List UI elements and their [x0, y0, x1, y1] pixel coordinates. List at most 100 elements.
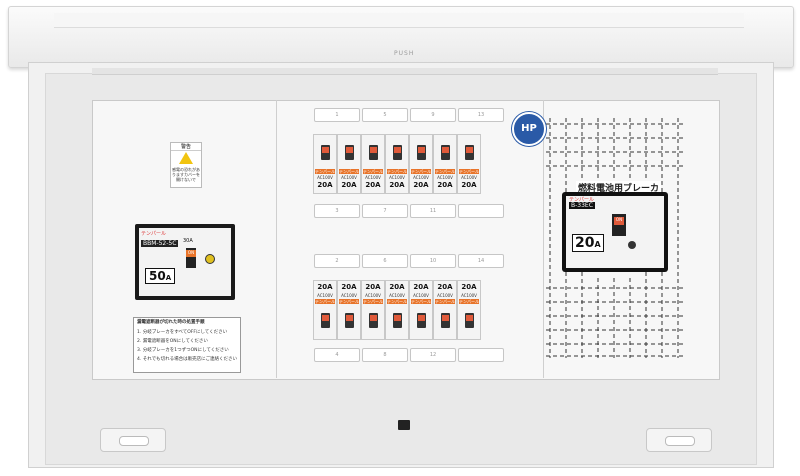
branch-breaker[interactable]: テンパール AC100V 20A [313, 134, 337, 194]
fuel-cell-toggle[interactable]: ON [612, 214, 626, 236]
branch-toggle[interactable] [369, 145, 378, 160]
main-breaker-amps: 50A [145, 268, 176, 284]
branch-brand: テンパール [315, 299, 335, 304]
branch-brand: テンパール [363, 169, 383, 174]
branch-breaker[interactable]: 20A AC100V テンパール [433, 280, 457, 340]
main-breaker[interactable]: テンパール BBM-52-5C 30A ON 50A [135, 224, 235, 300]
circuit-label-slot[interactable]: 7 [362, 204, 408, 218]
top-trim [92, 68, 718, 75]
branch-volt: AC100V [389, 293, 405, 298]
fuel-cell-breaker-title: 燃料電池用ブレーカ [576, 181, 662, 194]
fuel-cell-toggle-label: ON [614, 217, 624, 225]
warning-header: 警告 [171, 143, 201, 151]
circuit-label-slot[interactable]: 9 [410, 108, 456, 122]
circuit-label-slot[interactable] [458, 348, 504, 362]
warning-label: 警告 感電の恐れがありますカバーを開けないで [170, 142, 202, 188]
branch-breaker[interactable]: 20A AC100V テンパール [337, 280, 361, 340]
main-amps-value: 50 [149, 269, 166, 283]
right-handle[interactable] [646, 428, 712, 452]
warning-triangle-icon [179, 152, 193, 164]
lock-icon[interactable] [398, 420, 410, 430]
branch-toggle[interactable] [417, 313, 426, 328]
branch-rating: 20A [437, 181, 453, 189]
branch-breaker[interactable]: 20A AC100V テンパール [361, 280, 385, 340]
branch-rating: 20A [413, 181, 429, 189]
slot-number: 10 [429, 258, 437, 264]
circuit-label-slot[interactable] [458, 204, 504, 218]
branch-breaker[interactable]: 20A AC100V テンパール [385, 280, 409, 340]
branch-breaker[interactable]: テンパール AC100V 20A [385, 134, 409, 194]
branch-toggle[interactable] [465, 145, 474, 160]
panel-lid[interactable]: PUSH [8, 6, 794, 68]
branch-toggle[interactable] [417, 145, 426, 160]
circuit-label-slot[interactable]: 10 [410, 254, 456, 268]
branch-toggle[interactable] [321, 313, 330, 328]
circuit-label-slot[interactable]: 1 [314, 108, 360, 122]
main-breaker-toggle[interactable]: ON [186, 248, 196, 268]
branch-volt: AC100V [461, 293, 477, 298]
branch-volt: AC100V [437, 293, 453, 298]
branch-breaker[interactable]: テンパール AC100V 20A [337, 134, 361, 194]
branch-toggle[interactable] [465, 313, 474, 328]
branch-brand: テンパール [435, 169, 455, 174]
test-button[interactable] [205, 254, 215, 264]
fuel-cell-test-button[interactable] [628, 241, 636, 249]
main-breaker-face: テンパール BBM-52-5C 30A ON 50A [139, 228, 231, 296]
branch-rating: 20A [437, 283, 453, 291]
branch-volt: AC100V [341, 175, 357, 180]
circuit-label-slot[interactable]: 2 [314, 254, 360, 268]
branch-volt: AC100V [413, 175, 429, 180]
circuit-label-slot[interactable]: 8 [362, 348, 408, 362]
slot-number: 8 [383, 352, 387, 358]
branch-toggle[interactable] [321, 145, 330, 160]
panel-divider-left [276, 100, 277, 378]
circuit-label-slot[interactable]: 11 [410, 204, 456, 218]
fuel-cell-breaker-face: テンパール B-33EC 20A ON [566, 196, 664, 268]
branch-breaker[interactable]: 20A AC100V テンパール [457, 280, 481, 340]
branch-volt: AC100V [389, 175, 405, 180]
circuit-label-slot[interactable]: 3 [314, 204, 360, 218]
branch-volt: AC100V [365, 293, 381, 298]
fuel-cell-breaker[interactable]: テンパール B-33EC 20A ON [562, 192, 668, 272]
hp-certification-badge: HP [512, 112, 546, 146]
branch-rating: 20A [317, 181, 333, 189]
circuit-label-slot[interactable]: 12 [410, 348, 456, 362]
branch-breaker[interactable]: 20A AC100V テンパール [313, 280, 337, 340]
branch-toggle[interactable] [345, 313, 354, 328]
instruction-card: 漏電遮断器が切れた時の処置手順 1. 分岐ブレーカをすべてOFFにしてください … [133, 317, 241, 373]
branch-toggle[interactable] [393, 313, 402, 328]
branch-rating: 20A [389, 181, 405, 189]
circuit-label-slot[interactable]: 14 [458, 254, 504, 268]
branch-brand: テンパール [315, 169, 335, 174]
branch-toggle[interactable] [345, 145, 354, 160]
branch-brand: テンパール [387, 299, 407, 304]
lid-ledge [54, 13, 744, 28]
instruction-title: 漏電遮断器が切れた時の処置手順 [137, 320, 205, 325]
branch-volt: AC100V [365, 175, 381, 180]
branch-toggle[interactable] [393, 145, 402, 160]
main-amps-unit: A [165, 274, 172, 282]
branch-toggle[interactable] [441, 313, 450, 328]
circuit-label-slot[interactable]: 13 [458, 108, 504, 122]
branch-volt: AC100V [341, 293, 357, 298]
circuit-label-slot[interactable]: 5 [362, 108, 408, 122]
slot-number: 6 [383, 258, 387, 264]
left-handle[interactable] [100, 428, 166, 452]
branch-rating: 20A [341, 283, 357, 291]
branch-breaker[interactable]: 20A AC100V テンパール [409, 280, 433, 340]
branch-rating: 20A [317, 283, 333, 291]
branch-toggle[interactable] [441, 145, 450, 160]
branch-breaker[interactable]: テンパール AC100V 20A [457, 134, 481, 194]
circuit-label-slot[interactable]: 4 [314, 348, 360, 362]
warning-text: 感電の恐れがありますカバーを開けないで [172, 167, 200, 182]
circuit-label-slot[interactable]: 6 [362, 254, 408, 268]
branch-breaker[interactable]: テンパール AC100V 20A [433, 134, 457, 194]
branch-volt: AC100V [461, 175, 477, 180]
branch-volt: AC100V [317, 293, 333, 298]
branch-breaker[interactable]: テンパール AC100V 20A [409, 134, 433, 194]
branch-toggle[interactable] [369, 313, 378, 328]
instruction-line: 1. 分岐ブレーカをすべてOFFにしてください [137, 330, 228, 335]
branch-breaker[interactable]: テンパール AC100V 20A [361, 134, 385, 194]
slot-number: 14 [477, 258, 485, 264]
branch-rating: 20A [461, 283, 477, 291]
